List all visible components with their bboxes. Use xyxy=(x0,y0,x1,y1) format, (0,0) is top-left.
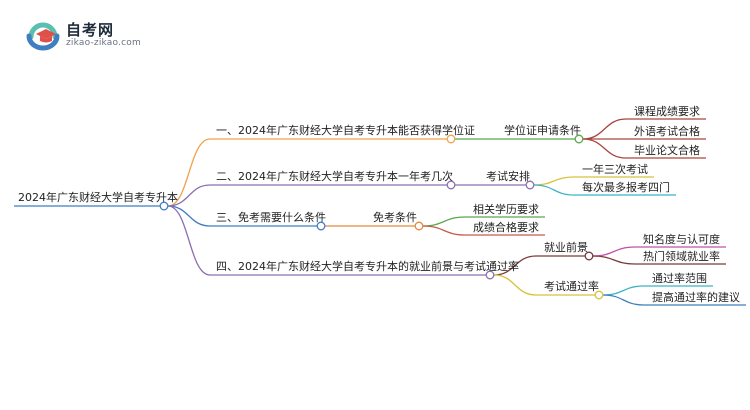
branch-4-sub-2-node[interactable] xyxy=(594,290,604,300)
leaf-topic-3-1-1: 相关学历要求 xyxy=(473,202,539,216)
branch-1-topic: 一、2024年广东财经大学自考专升本能否获得学位证 xyxy=(216,123,475,137)
leaf-connector-3-1-1 xyxy=(422,216,466,227)
leaf-topic-4-2-1: 通过率范围 xyxy=(652,271,707,285)
leaf-topic-4-2-2: 提高通过率的建议 xyxy=(652,290,740,304)
leaf-topic-4-1-1: 知名度与认可度 xyxy=(643,232,720,246)
branch-4-sub-1-connector xyxy=(493,255,537,276)
leaf-connector-4-1-2 xyxy=(592,255,636,265)
leaf-topic-2-1-1: 一年三次考试 xyxy=(582,162,648,176)
branch-connector-2 xyxy=(167,184,211,207)
leaf-topic-3-1-2: 成绩合格要求 xyxy=(473,220,539,234)
mind-map-connectors xyxy=(14,118,746,306)
leaf-connector-3-1-2 xyxy=(422,225,466,236)
leaf-topic-2-1-2: 每次最多报考四门 xyxy=(582,180,670,194)
branch-4-node[interactable] xyxy=(485,270,495,280)
site-logo[interactable]: 自考网 zikao-zikao.com xyxy=(26,18,146,54)
branch-2-sub-1-node[interactable] xyxy=(525,180,535,190)
branch-1-node[interactable] xyxy=(446,134,456,144)
site-name: 自考网 xyxy=(66,21,115,39)
branch-1-sub-1-node[interactable] xyxy=(574,134,584,144)
branch-4-topic: 四、2024年广东财经大学自考专升本的就业前景与考试通过率 xyxy=(216,259,519,273)
leaf-connector-4-2-2 xyxy=(602,294,645,306)
branch-3-sub-1-node[interactable] xyxy=(414,221,424,231)
branch-3-sub-1-topic: 免考条件 xyxy=(373,210,417,224)
root-node[interactable] xyxy=(159,201,169,211)
branch-1-sub-1-topic: 学位证申请条件 xyxy=(504,123,581,137)
branch-4-sub-1-topic: 就业前景 xyxy=(544,240,588,254)
branch-2-node[interactable] xyxy=(446,180,456,190)
leaf-connector-1-1-1 xyxy=(582,118,627,140)
branch-2-sub-1-topic: 考试安排 xyxy=(486,169,530,183)
leaf-connector-4-2-1 xyxy=(602,285,645,296)
branch-3-node[interactable] xyxy=(316,221,326,231)
branch-2-topic: 二、2024年广东财经大学自考专升本一年考几次 xyxy=(216,169,453,183)
leaf-connector-2-1-2 xyxy=(533,184,575,196)
graduation-cap-icon xyxy=(26,22,60,51)
branch-4-sub-1-node[interactable] xyxy=(584,251,594,261)
leaf-connector-2-1-1 xyxy=(533,176,575,186)
leaf-topic-4-1-2: 热门领域就业率 xyxy=(643,249,720,263)
branch-connector-1 xyxy=(167,138,211,207)
site-url: zikao-zikao.com xyxy=(66,38,141,48)
leaf-connector-1-1-3 xyxy=(582,138,627,159)
branch-3-topic: 三、免考需要什么条件 xyxy=(216,210,326,224)
leaf-topic-1-1-1: 课程成绩要求 xyxy=(634,105,700,118)
branch-4-sub-2-topic: 考试通过率 xyxy=(544,279,599,293)
branch-4-sub-2-connector xyxy=(493,274,537,296)
branch-connector-4 xyxy=(167,205,211,276)
root-topic: 2024年广东财经大学自考专升本 xyxy=(18,190,178,204)
mind-map-nodes: 2024年广东财经大学自考专升本 一、2024年广东财经大学自考专升本能否获得学位… xyxy=(18,105,740,304)
leaf-topic-1-1-2: 外语考试合格 xyxy=(634,124,700,138)
leaf-topic-1-1-3: 毕业论文合格 xyxy=(634,143,700,157)
leaf-connector-4-1-1 xyxy=(592,246,636,257)
